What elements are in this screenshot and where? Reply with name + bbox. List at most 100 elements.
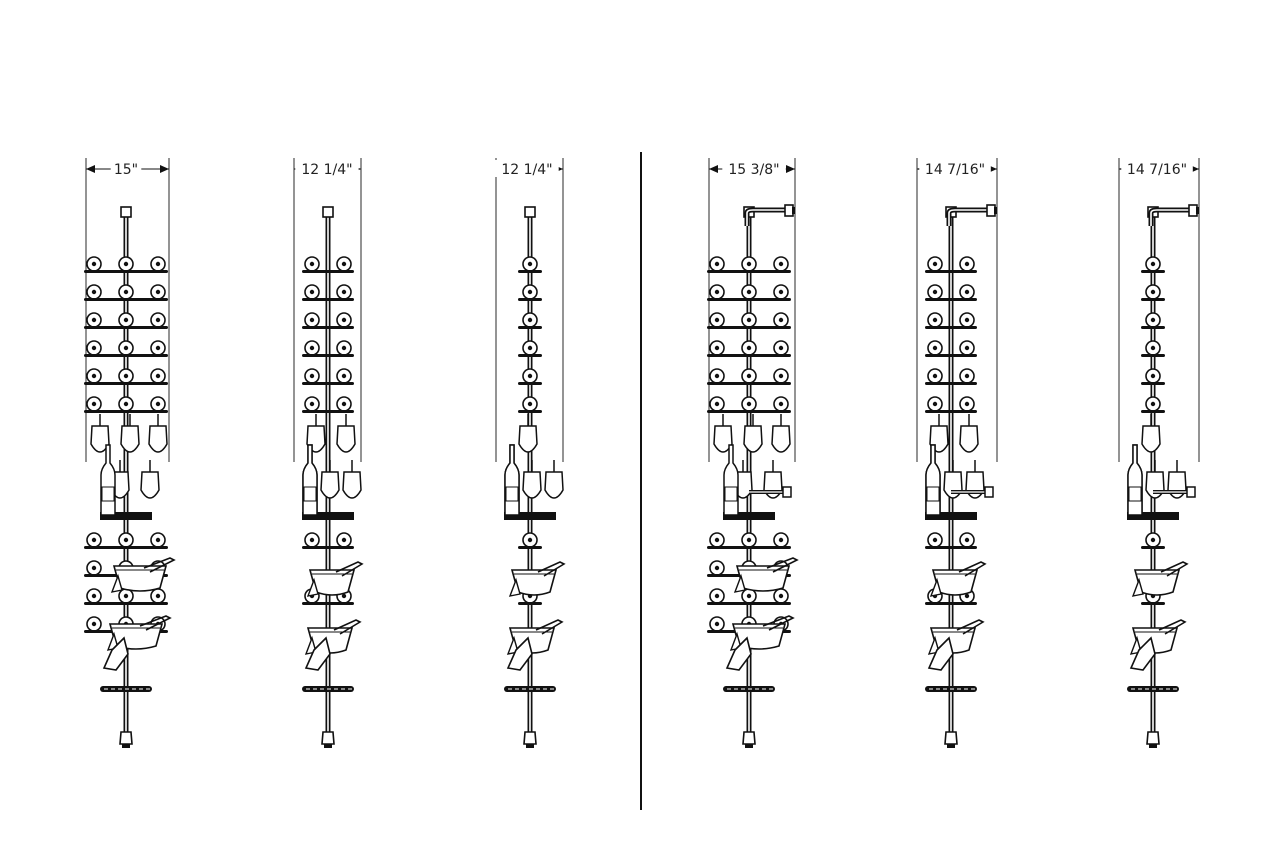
- corkscrew-holder: [110, 573, 123, 593]
- shelf-bar: [1141, 298, 1165, 301]
- wine-bottle: [504, 444, 520, 516]
- shelf-bar: [302, 382, 354, 385]
- shelf-bar: [84, 270, 168, 273]
- stemware-tray: [302, 512, 354, 520]
- shelf-bar: [84, 382, 168, 385]
- bottle-label: [101, 486, 115, 502]
- corkscrew-holder: [306, 577, 319, 597]
- top-cap: [322, 206, 334, 218]
- stemware-tray: [504, 512, 556, 520]
- arm-cap: [1188, 204, 1198, 217]
- dimension-marker: 12 1/4": [495, 158, 564, 462]
- dimension-marker: 14 7/16": [1118, 158, 1200, 462]
- shelf-bar: [84, 546, 168, 549]
- stemware-tray: [100, 512, 152, 520]
- shelf-bar: [707, 326, 791, 329]
- bottle-opener: [1129, 636, 1156, 671]
- stemware-tray: [925, 512, 977, 520]
- bottle-label: [724, 486, 738, 502]
- width-label: 12 1/4": [301, 162, 352, 178]
- wine-glass: [1141, 425, 1161, 453]
- width-label: 12 1/4": [501, 162, 552, 178]
- wine-bottle: [723, 444, 739, 516]
- tilted-bottle: [1160, 561, 1189, 577]
- top-cap: [524, 206, 536, 218]
- shelf-bar: [518, 326, 542, 329]
- wine-glass: [771, 425, 791, 453]
- corkscrew-holder: [508, 577, 521, 597]
- wine-bottle: [302, 444, 318, 516]
- wine-glass: [522, 471, 542, 499]
- shelf-bar: [925, 546, 977, 549]
- shelf-bar: [1141, 410, 1165, 413]
- bottom-foot: [119, 731, 133, 745]
- dimension-marker: 15": [85, 158, 170, 462]
- shelf-bar: [925, 270, 977, 273]
- shelf-bar: [302, 602, 354, 605]
- side-arm-cap: [782, 486, 792, 498]
- wine-glass: [544, 471, 564, 499]
- ceiling-arm: [744, 207, 787, 226]
- bottle-opener: [506, 636, 533, 671]
- wine-glass: [90, 425, 110, 453]
- shelf-bar: [84, 298, 168, 301]
- shelf-bar: [1141, 546, 1165, 549]
- bottle-opener: [304, 636, 331, 671]
- shelf-bar: [84, 410, 168, 413]
- bottle-label: [303, 486, 317, 502]
- shelf-bar: [1141, 270, 1165, 273]
- wine-glass: [763, 471, 783, 499]
- top-cap: [120, 206, 132, 218]
- stemware-tray: [723, 512, 775, 520]
- wine-glass: [320, 471, 340, 499]
- bottle-opener: [927, 636, 954, 671]
- bottle-label: [1128, 486, 1142, 502]
- tilted-bottle: [958, 561, 987, 577]
- shelf-bar: [707, 354, 791, 357]
- tilted-bottle: [537, 561, 566, 577]
- side-arm-cap: [1186, 486, 1196, 498]
- wine-glass: [743, 425, 763, 453]
- dimension-marker: 12 1/4": [293, 158, 362, 462]
- shelf-bar: [1141, 326, 1165, 329]
- corkscrew-holder: [733, 573, 746, 593]
- stemware-tray: [1127, 512, 1179, 520]
- wine-glass: [1167, 471, 1187, 499]
- tilted-bottle: [139, 615, 172, 631]
- bottle-label: [505, 486, 519, 502]
- wine-glass: [959, 425, 979, 453]
- bottle-opener: [725, 636, 752, 671]
- tilted-bottle: [1158, 619, 1187, 635]
- racks-layer: 15"12 1/4"12 1/4"15 3/8"14 7/16"14 7/16": [84, 158, 1200, 748]
- bottom-foot: [944, 731, 958, 745]
- shelf-bar: [302, 546, 354, 549]
- wine-glass: [1145, 471, 1165, 499]
- bottle-opener: [102, 636, 129, 671]
- corkscrew-holder: [1131, 577, 1144, 597]
- tilted-bottle: [535, 619, 564, 635]
- shelf-bar: [707, 410, 791, 413]
- shelf-bar: [518, 270, 542, 273]
- shelf-bar: [925, 410, 977, 413]
- bottom-foot: [523, 731, 537, 745]
- rack-4: 15 3/8": [707, 158, 799, 748]
- wine-glass: [943, 471, 963, 499]
- side-arm-cap: [984, 486, 994, 498]
- bottom-foot: [742, 731, 756, 745]
- rack-6: 14 7/16": [1118, 158, 1200, 748]
- shelf-bar: [84, 326, 168, 329]
- wine-glass: [336, 425, 356, 453]
- shelf-bar: [925, 602, 977, 605]
- corkscrew-holder: [929, 577, 942, 597]
- shelf-bar: [518, 298, 542, 301]
- shelf-bar: [518, 602, 542, 605]
- wine-glass: [713, 425, 733, 453]
- shelf-bar: [707, 602, 791, 605]
- wine-glass: [965, 471, 985, 499]
- width-label: 14 7/16": [1127, 162, 1187, 178]
- rack-2: 12 1/4": [293, 158, 364, 748]
- shelf-bar: [707, 298, 791, 301]
- ceiling-arm: [1148, 207, 1191, 226]
- shelf-bar: [1141, 354, 1165, 357]
- wine-glass: [140, 471, 160, 499]
